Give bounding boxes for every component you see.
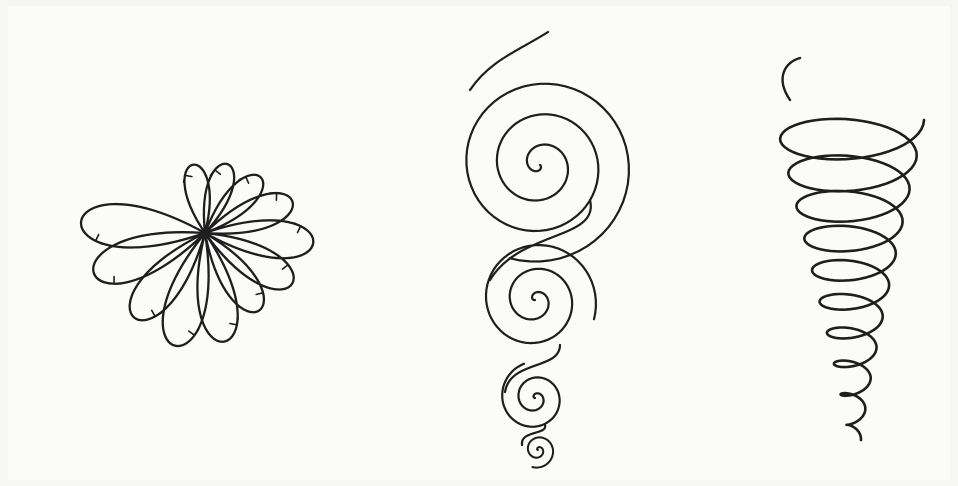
spiral-small	[502, 364, 560, 427]
conical-coil-drawing	[780, 58, 924, 440]
coil-helix	[780, 119, 924, 440]
flower-of-loops-drawing	[81, 164, 313, 346]
spiral-chain-drawing	[466, 32, 628, 468]
direction-arrow	[152, 310, 162, 316]
direction-arrow	[210, 170, 220, 176]
spiral-connector	[522, 425, 545, 445]
spiral-connector	[505, 345, 560, 392]
flower-petal	[184, 165, 209, 233]
coil-start-tail	[783, 58, 800, 100]
spiral-large	[466, 84, 628, 262]
direction-arrow	[256, 286, 263, 295]
flower-petal	[81, 204, 205, 247]
spiral-tail-top	[470, 32, 548, 90]
direction-arrow	[189, 330, 199, 336]
spiral-tiny	[528, 437, 553, 467]
spiral-medium	[486, 245, 596, 343]
